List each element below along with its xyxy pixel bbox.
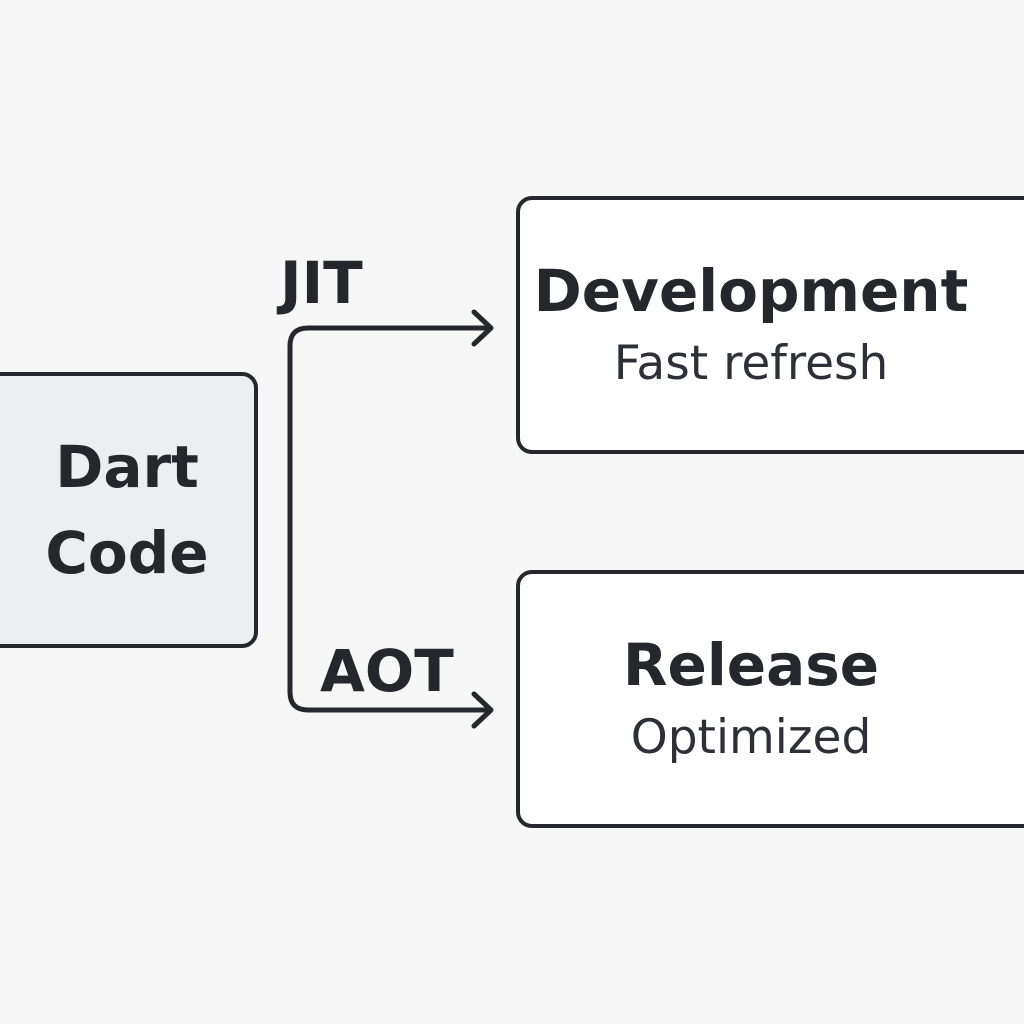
development-subtitle: Fast refresh <box>613 336 889 392</box>
development-title: Development <box>533 257 969 326</box>
source-node-dart-code: Dart Code <box>0 372 258 648</box>
release-subtitle: Optimized <box>630 710 872 766</box>
source-label-line1: Dart <box>55 433 199 501</box>
edge-label-aot: AOT <box>320 637 454 705</box>
edge-label-jit: JIT <box>280 249 363 317</box>
arrowhead-aot-icon <box>471 691 494 729</box>
source-label-line2: Code <box>45 519 209 587</box>
connector-trunk <box>287 325 493 713</box>
target-node-release: Release Optimized <box>516 570 1024 828</box>
target-node-development: Development Fast refresh <box>516 196 1024 454</box>
release-title: Release <box>622 631 880 700</box>
arrowhead-jit-icon <box>471 309 494 347</box>
